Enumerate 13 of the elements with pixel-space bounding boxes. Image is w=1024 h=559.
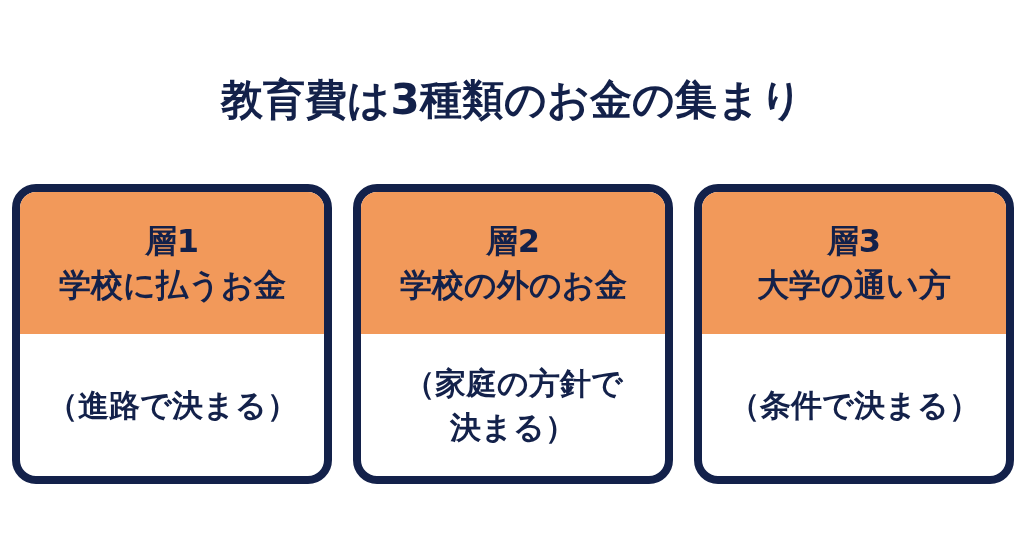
card-text: （進路で決まる） <box>45 386 299 425</box>
card <box>353 184 673 484</box>
title: 教育費は3種類のお金の集まり <box>219 74 804 126</box>
card <box>12 184 332 484</box>
card <box>694 184 1014 484</box>
layer-number: 層3 <box>826 221 882 262</box>
card-text: （家庭の方針で決まる） <box>402 364 624 447</box>
card-heading: 大学の通い方 <box>757 265 951 306</box>
card-heading: 学校の外のお金 <box>399 265 627 306</box>
layer-number: 層2 <box>485 221 541 262</box>
card-text: （条件で決まる） <box>727 386 981 425</box>
card-heading: 学校に払うお金 <box>58 265 286 306</box>
layer-number: 層1 <box>144 221 200 262</box>
